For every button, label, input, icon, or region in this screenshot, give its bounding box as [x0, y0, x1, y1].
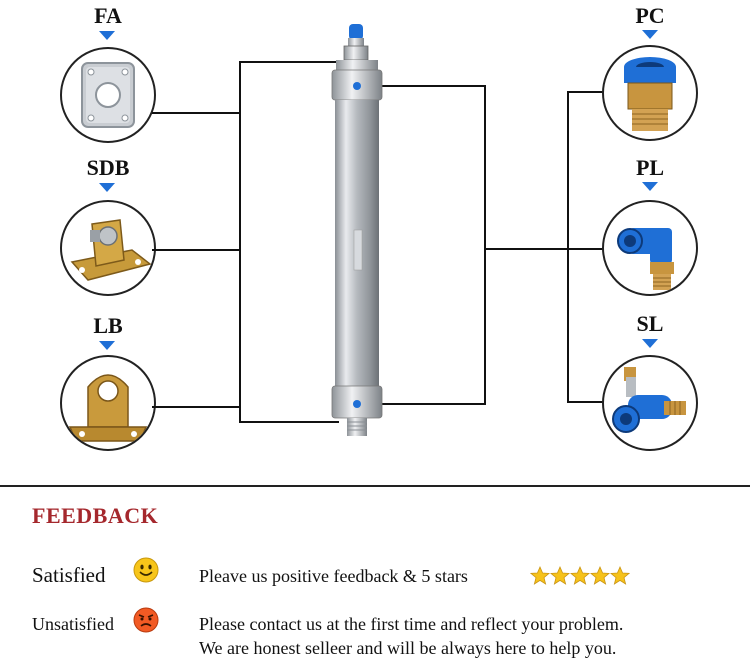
connector-line — [152, 406, 240, 408]
elbow-fitting-icon — [602, 200, 698, 296]
accessory-label-pc: PC — [635, 3, 665, 28]
connector-line — [484, 85, 486, 405]
section-divider — [0, 485, 750, 487]
speed-controller-icon — [602, 355, 698, 451]
satisfied-message: Pleave us positive feedback & 5 stars — [199, 566, 468, 586]
unsatisfied-label: Unsatisfied — [32, 614, 114, 634]
connector-line — [567, 91, 569, 402]
arrow-down-icon — [99, 31, 115, 40]
arrow-down-icon — [642, 339, 658, 348]
accessory-label-sdb: SDB — [86, 155, 130, 180]
flange-plate-icon — [60, 47, 156, 143]
connector-line — [362, 403, 486, 405]
foot-bracket-icon — [60, 355, 156, 451]
connector-line — [239, 61, 339, 63]
unsatisfied-message-line1: Please contact us at the first time and … — [199, 614, 624, 634]
arrow-down-icon — [642, 30, 658, 39]
accessory-label-lb: LB — [93, 313, 123, 338]
connector-line — [567, 248, 607, 250]
air-cylinder — [318, 20, 408, 440]
satisfied-label: Satisfied — [32, 563, 106, 587]
connector-line — [152, 249, 240, 251]
arrow-down-icon — [642, 182, 658, 191]
straight-fitting-icon — [602, 45, 698, 141]
unsatisfied-message-line2: We are honest selleer and will be always… — [199, 638, 617, 658]
connector-line — [567, 91, 607, 93]
connector-line — [239, 61, 241, 423]
arrow-down-icon — [99, 183, 115, 192]
feedback-title: FEEDBACK — [32, 503, 159, 528]
bracket-mount-icon — [60, 200, 156, 296]
angry-face-icon — [133, 607, 159, 638]
connector-line — [567, 401, 607, 403]
accessory-label-sl: SL — [636, 311, 664, 336]
connector-line — [484, 248, 568, 250]
happy-face-icon — [133, 557, 159, 588]
connector-line — [362, 85, 486, 87]
accessory-label-fa: FA — [94, 3, 122, 28]
accessory-label-pl: PL — [635, 155, 665, 180]
five-stars-rating — [529, 565, 631, 591]
connector-line — [152, 112, 240, 114]
connector-line — [239, 421, 339, 423]
arrow-down-icon — [99, 341, 115, 350]
